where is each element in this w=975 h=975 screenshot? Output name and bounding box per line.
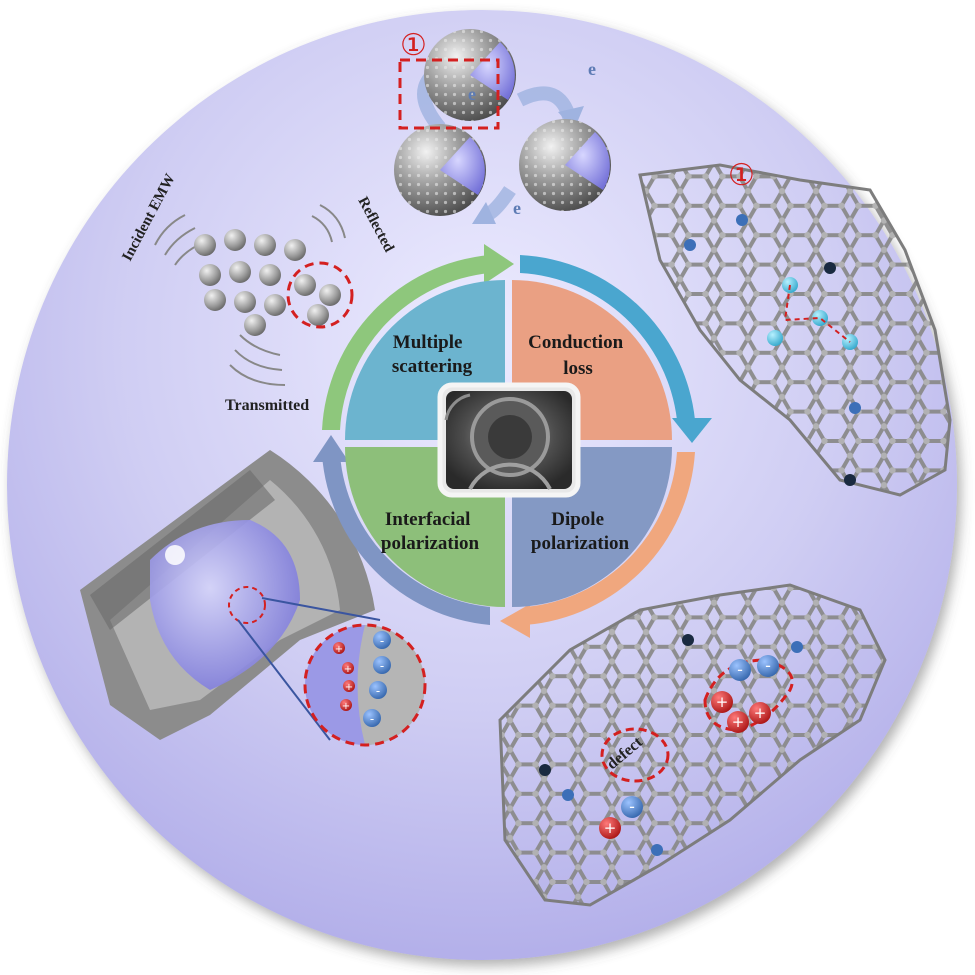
badge-top: ①	[400, 28, 427, 63]
graphene-sheet-top: ①	[638, 158, 952, 497]
negative-charge: -	[373, 656, 391, 674]
negative-charge: -	[757, 655, 779, 677]
positive-charge: +	[340, 699, 352, 712]
zoom-box-dashed	[398, 58, 500, 130]
zoom-origin-circle	[228, 586, 266, 624]
negative-charge: -	[373, 631, 391, 649]
positive-charge: +	[343, 680, 355, 693]
label-scattering: Multiple scattering	[392, 332, 473, 377]
negative-charge: -	[621, 796, 643, 818]
hollow-sphere-3	[519, 119, 611, 211]
svg-text:+: +	[335, 644, 343, 655]
positive-charge: +	[749, 702, 771, 724]
svg-text:+: +	[342, 701, 350, 712]
svg-text:-: -	[380, 659, 384, 673]
svg-text:-: -	[765, 656, 771, 675]
positive-charge: +	[342, 662, 354, 675]
negative-charge: -	[729, 659, 751, 681]
negative-charge: -	[369, 681, 387, 699]
negative-charge: -	[363, 709, 381, 727]
svg-text:+: +	[732, 713, 745, 731]
arc-arrow-steel	[322, 455, 490, 625]
arc-arrow-green	[322, 255, 490, 430]
svg-text:-: -	[376, 684, 380, 698]
scatter-highlight-circle	[286, 261, 354, 329]
svg-text:+: +	[345, 682, 353, 693]
svg-text:+: +	[604, 819, 617, 837]
svg-text:-: -	[380, 634, 384, 648]
graphene-sheet-bottom: defect - - + + + - +	[498, 583, 887, 907]
label-conduction: Conduction loss	[528, 332, 628, 379]
arc-arrow-orange	[525, 452, 695, 625]
electron-label-bottom: e	[513, 198, 521, 218]
positive-charge: +	[599, 817, 621, 839]
positive-charge: +	[727, 711, 749, 733]
conduction-spheres-group: ① e e e	[394, 28, 611, 224]
positive-charge: +	[711, 691, 733, 713]
svg-text:+: +	[716, 693, 729, 711]
arc-arrow-blue	[520, 255, 695, 420]
label-dipole: Dipole polarization	[531, 509, 630, 554]
electron-label-right: e	[588, 59, 596, 79]
tem-micrograph	[437, 382, 581, 498]
hollow-sphere-1	[424, 29, 516, 121]
hollow-sphere-2	[394, 124, 486, 216]
mechanism-wheel: Multiple scattering Conduction loss Dipo…	[313, 244, 712, 638]
svg-text:-: -	[629, 797, 635, 816]
svg-text:-: -	[370, 712, 374, 726]
svg-text:+: +	[754, 704, 767, 722]
svg-text:+: +	[344, 664, 352, 675]
label-interfacial: Interfacial polarization	[381, 509, 480, 554]
positive-charge: +	[333, 642, 345, 655]
core-shell-cutaway: + + + + - - - -	[80, 450, 427, 747]
badge-right: ①	[728, 158, 755, 193]
electron-label-left: e	[468, 84, 476, 104]
defect-region	[600, 727, 670, 783]
svg-text:-: -	[737, 660, 743, 679]
interface-zoom: + + + + - - - -	[303, 623, 427, 747]
transmitted-label: Transmitted	[225, 397, 309, 414]
